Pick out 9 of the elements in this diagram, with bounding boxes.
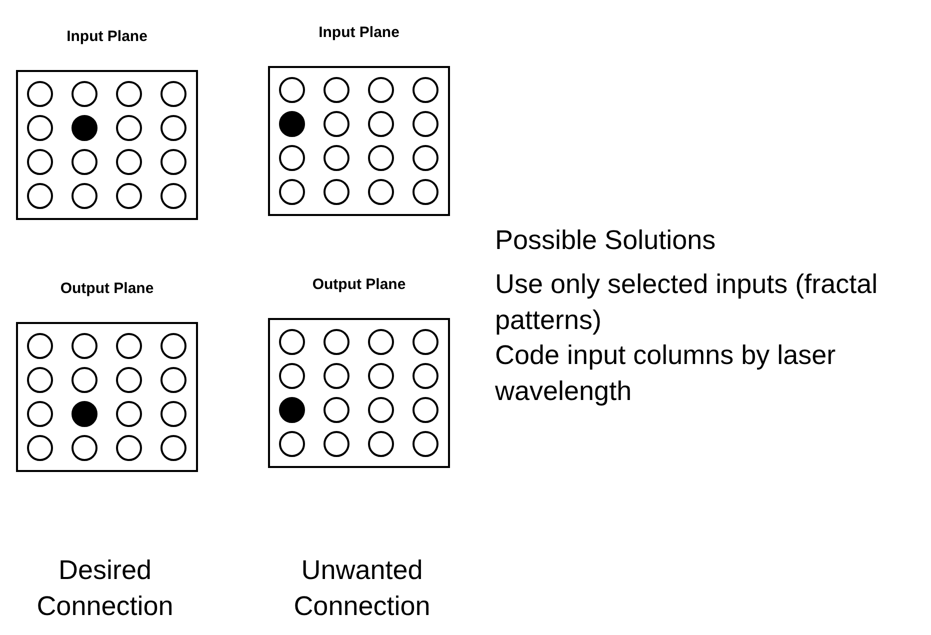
connection-caption: Unwanted Connection	[292, 554, 432, 623]
plane-heading: Input Plane	[66, 28, 148, 45]
section-heading: Possible Solutions	[495, 224, 717, 257]
solution-text: Use only selected inputs (fractal patterns)	[495, 268, 879, 337]
connection-caption: Desired Connection	[36, 554, 174, 623]
plane-heading: Output Plane	[311, 276, 407, 293]
plane-heading: Output Plane	[59, 280, 155, 297]
plane-heading: Input Plane	[318, 24, 400, 41]
solution-text: Code input columns by laser wavelength	[495, 339, 837, 408]
